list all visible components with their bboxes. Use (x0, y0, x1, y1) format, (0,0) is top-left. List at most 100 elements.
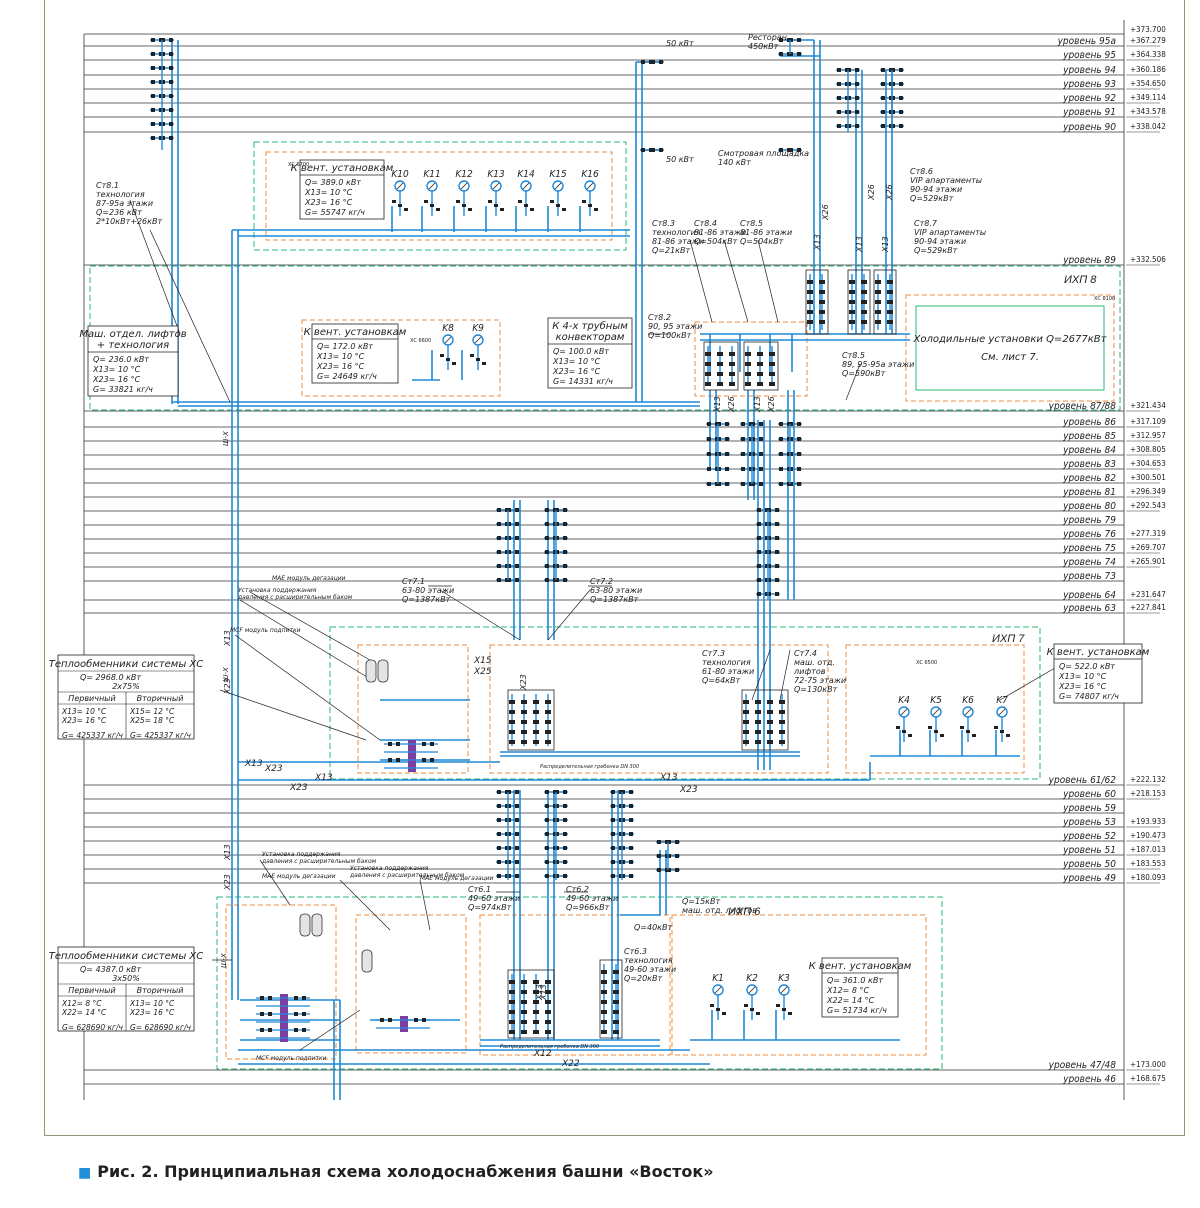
stand-st83-line: технология (652, 228, 701, 237)
fan-coil-slash-icon (554, 182, 562, 190)
valve-icon (268, 996, 272, 1000)
stand-st62-line: 49-60 этажи (566, 894, 618, 903)
level-row: уровень 86+317.109 (84, 417, 1166, 428)
valve-icon (562, 208, 566, 211)
valve-icon (563, 818, 567, 822)
hx6-table-row: Х23= 16 °С (129, 1008, 175, 1017)
valve-icon (260, 1028, 264, 1032)
vent-top-box-title: К вент. установкам (291, 163, 394, 174)
valve-icon (594, 208, 598, 211)
conv-box-row: G= 14331 кг/ч (553, 377, 613, 386)
valve-icon (509, 1010, 515, 1014)
level-row: уровень 52+190.473 (84, 831, 1166, 842)
level-name: уровень 79 (1062, 515, 1116, 526)
valve-icon (533, 980, 539, 984)
valve-icon (725, 482, 729, 486)
pipe-tag-x13-13: Х13 (881, 236, 890, 253)
hx6-table-row: Х12= 8 °С (61, 999, 102, 1008)
stand-st71-line: 63-80 этажи (402, 586, 454, 595)
level-row: уровень 83+304.653 (84, 459, 1166, 470)
pipe-tag-x26-12: Х26 (885, 184, 894, 201)
valve-icon (545, 860, 549, 864)
valve-icon (759, 482, 763, 486)
valve-icon (533, 1030, 539, 1034)
valve-icon (436, 208, 440, 211)
valve-icon (819, 320, 825, 324)
valve-icon (896, 726, 900, 729)
valve-icon (819, 310, 825, 314)
valve-icon (775, 578, 779, 582)
valve-icon (629, 790, 633, 794)
fan-unit-k10: K10 (391, 169, 409, 216)
valve-icon (849, 300, 855, 304)
valve-icon (779, 700, 785, 704)
level-row: уровень 73 (84, 571, 1124, 582)
valve-icon (629, 860, 633, 864)
stand-st86-line: Q=529кВт (910, 194, 954, 203)
valve-icon (414, 1018, 418, 1022)
pipe-tag-dn-0: Ш-Х (222, 431, 230, 446)
valve-icon (392, 200, 396, 203)
valve-icon (302, 1028, 306, 1032)
valve-icon (779, 422, 783, 426)
valve-icon (960, 726, 964, 729)
vent-89-box-row: G= 24649 кг/ч (317, 372, 377, 381)
manifold-body (741, 689, 789, 751)
conv-box-row: Х23= 16 °С (552, 367, 601, 376)
level-row: уровень 94+360.186 (84, 65, 1166, 76)
level-mark: +304.653 (1130, 459, 1166, 468)
fan-unit-k9: K9 (470, 323, 486, 370)
stand-st81-line: 87-95а этажи (96, 199, 153, 208)
valve-icon (545, 1020, 551, 1024)
drawing-frame (44, 0, 1185, 1136)
label7-x23: Х23 (264, 764, 283, 774)
vent-top-box-row: G= 55747 кг/ч (305, 208, 365, 217)
valve-icon (398, 204, 402, 207)
valve-icon (807, 280, 813, 284)
valve-icon (611, 832, 615, 836)
valve-icon (741, 452, 745, 456)
fan-unit-k1: K1 (710, 973, 726, 1020)
label7-x13b: Х13 (314, 773, 333, 783)
valve-icon (705, 362, 711, 366)
level-row: уровень 81+296.349 (84, 487, 1166, 498)
valve-icon (745, 352, 751, 356)
valve-icon (641, 60, 645, 64)
valve-icon (797, 52, 801, 56)
level-row: уровень 80+292.543 (84, 501, 1166, 512)
valve-icon (757, 592, 761, 596)
unit-label: K16 (581, 169, 599, 180)
level-mark: +360.186 (1130, 65, 1166, 74)
level-name: уровень 73 (1062, 571, 1116, 582)
level-mark: +180.093 (1130, 873, 1166, 882)
valve-icon (849, 320, 855, 324)
label6-upd-line: Установка поддержания (262, 851, 341, 858)
top-mark: +373.700 (1130, 25, 1166, 34)
leader-lines (129, 199, 1061, 1051)
note-deck-line: Смотровая площадка (718, 149, 809, 158)
vent-6-box-frame (821, 957, 899, 1018)
level-name: уровень 60 (1062, 789, 1116, 800)
fan-unit-k7: K7 (994, 695, 1010, 742)
fan-unit-k2: K2 (744, 973, 760, 1020)
label7-x13: Х13 (244, 759, 263, 769)
valve-icon (497, 550, 501, 554)
manifold-body (805, 269, 829, 335)
stand-st74-line: маш. отд. (794, 658, 835, 667)
valve-icon (649, 60, 655, 64)
stand-st74-line: Ст7.4 (794, 649, 817, 658)
stand-st83-line: Ст8.3 (652, 219, 675, 228)
valve-icon (545, 730, 551, 734)
level-mark: +343.578 (1130, 107, 1166, 116)
valve-icon (613, 1000, 619, 1004)
stand-st62-line: Ст6.2 (566, 885, 589, 894)
valve-icon (837, 68, 841, 72)
valve-icon (563, 832, 567, 836)
valve-icon (729, 382, 735, 386)
level-row: уровень 47/48+173.000 (84, 1060, 1166, 1071)
valve-icon (729, 362, 735, 366)
valve-icon (533, 990, 539, 994)
